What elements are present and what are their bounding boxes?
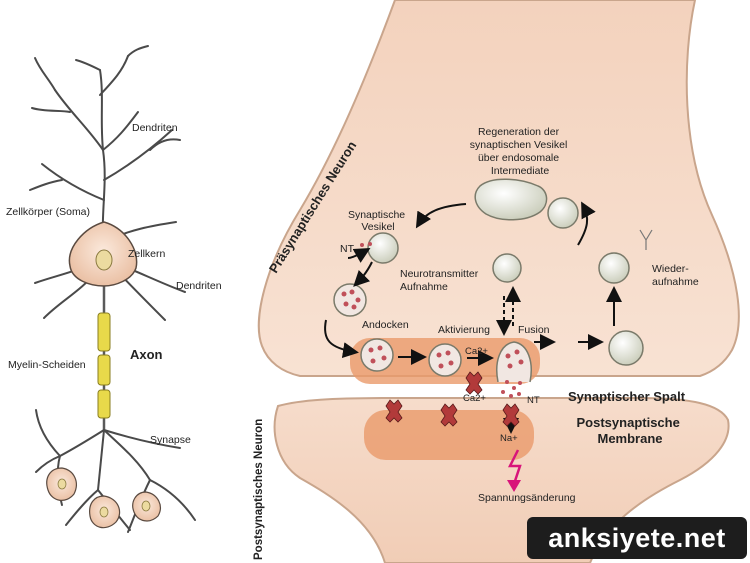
label-activation: Aktivierung — [438, 324, 490, 336]
myelin-sheath-1 — [97, 312, 111, 352]
voltage-change-arrow — [507, 449, 522, 485]
transporter-icon — [639, 229, 653, 250]
label-postsynaptic: Postsynaptisches Neuron — [253, 419, 265, 560]
ion-channels — [385, 371, 520, 427]
receptor-2 — [440, 403, 458, 427]
vesicle-docking — [360, 338, 394, 372]
vesicle-fusion — [496, 341, 532, 383]
target-cells — [46, 467, 161, 529]
label-vesicle: Synaptische Vesikel — [348, 209, 408, 233]
recycling-endosome — [474, 178, 579, 229]
label-dendrites-top: Dendriten — [132, 122, 178, 134]
vesicle-empty — [367, 232, 399, 264]
label-voltage: Spannungsänderung — [478, 492, 576, 504]
label-dendrites-side: Dendriten — [176, 280, 222, 292]
label-synapse: Synapse — [150, 434, 191, 446]
label-nt: NT — [340, 243, 355, 255]
label-ca-bottom: Ca2+ — [463, 393, 486, 404]
label-soma: Zellkörper (Soma) — [6, 206, 90, 218]
label-membrane: Postsynaptische Membrane — [577, 415, 684, 446]
watermark: anksiyete.net — [527, 517, 747, 559]
label-docking: Andocken — [362, 319, 409, 331]
ca-channel — [465, 371, 483, 395]
receptor-1 — [385, 399, 403, 423]
label-uptake: Neurotransmitter Aufnahme — [400, 268, 481, 293]
vesicle-coated — [598, 252, 630, 284]
label-fusion: Fusion — [518, 324, 550, 336]
postsynaptic-zone — [364, 410, 534, 460]
label-cleft: Synaptischer Spalt — [568, 389, 686, 404]
myelin-sheath-3 — [97, 389, 111, 419]
vesicle-reuptake — [608, 330, 644, 366]
neuron-illustration: Dendriten Zellkörper (Soma) Zellkern Den… — [6, 45, 222, 533]
label-myelin: Myelin-Scheiden — [8, 359, 86, 371]
vesicle-cycle — [333, 232, 644, 383]
receptor-3 — [502, 403, 520, 427]
vesicle-filled — [333, 283, 367, 317]
vesicle-endocytic — [492, 253, 522, 283]
myelin-sheath-2 — [97, 354, 111, 386]
label-nt-cleft: NT — [527, 395, 540, 406]
label-nucleus: Zellkern — [128, 248, 166, 260]
label-axon: Axon — [130, 347, 163, 362]
synapse-illustration: Präsynaptisches Neuron Postsynaptisches … — [253, 0, 740, 563]
vesicle-activation — [428, 343, 462, 377]
label-regeneration: Regeneration der synaptischen Vesikel üb… — [470, 126, 570, 177]
label-ca-top: Ca2+ — [465, 346, 488, 357]
nucleus — [95, 249, 113, 271]
label-na: Na+ — [500, 433, 518, 444]
target-nuclei — [57, 478, 151, 518]
label-reuptake: Wieder- aufnahme — [652, 263, 699, 288]
axon-shaft — [97, 278, 111, 430]
